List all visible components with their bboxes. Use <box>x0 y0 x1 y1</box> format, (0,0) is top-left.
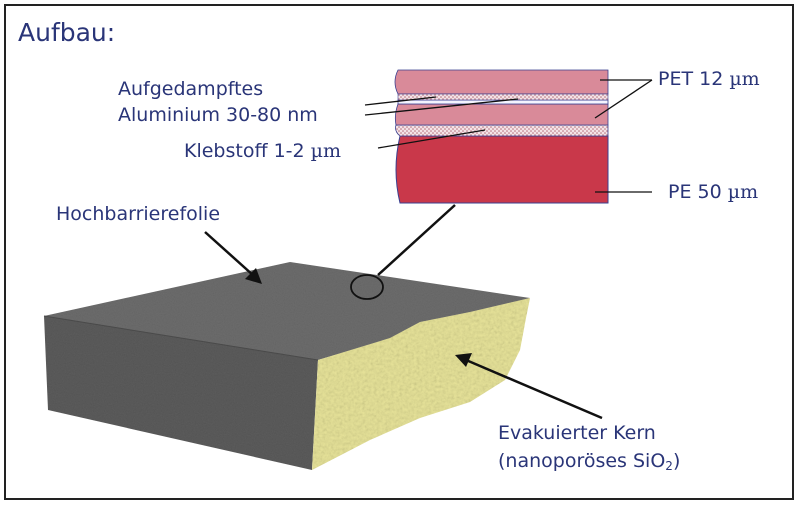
arrow-core-shaft <box>465 358 603 420</box>
label-pe-unit: µm <box>727 181 759 203</box>
leader-adhesive <box>377 129 486 149</box>
label-core-text: (nanoporöses SiO <box>498 450 666 472</box>
layer-stack <box>394 69 609 204</box>
arrow-film-shaft <box>204 231 255 277</box>
label-adhesive-text: Klebstoff 1-2 <box>184 140 311 162</box>
magnifier-connector <box>377 204 456 276</box>
label-core-line2: (nanoporöses SiO2) <box>498 450 681 473</box>
pet-layer-lower <box>394 103 609 126</box>
label-pet: PET 12 µm <box>658 70 760 89</box>
pe-layer <box>395 135 609 204</box>
label-aluminium-line2: Aluminium 30-80 nm <box>118 104 318 126</box>
magnifier-circle <box>350 274 384 300</box>
arrow-film-head <box>245 268 262 284</box>
label-core-suffix: ) <box>672 450 681 472</box>
adhesive-layer <box>395 124 609 137</box>
page-title: Aufbau: <box>18 18 116 47</box>
arrows <box>204 231 603 420</box>
panel-front-face <box>44 316 318 470</box>
label-adhesive-unit: µm <box>310 140 342 162</box>
leader-aluminium-2 <box>364 98 519 116</box>
label-aluminium-line1: Aufgedampftes <box>118 78 264 100</box>
arrow-core-head <box>455 353 472 367</box>
label-pet-text: PET 12 <box>658 68 730 90</box>
label-core-line1: Evakuierter Kern <box>498 422 656 444</box>
vacuum-panel <box>43 262 530 470</box>
leader-lines <box>364 79 653 193</box>
label-pe-text: PE 50 <box>668 181 728 203</box>
leader-pet-2 <box>594 79 653 119</box>
panel-cut-face <box>312 298 530 470</box>
label-pe: PE 50 µm <box>668 183 758 202</box>
pet-layer-upper <box>394 69 609 95</box>
label-film: Hochbarrierefolie <box>56 203 221 225</box>
adhesive-layer-upper <box>397 93 609 101</box>
label-adhesive: Klebstoff 1-2 µm <box>184 142 341 161</box>
label-core-subscript: 2 <box>665 459 673 473</box>
leader-aluminium-1 <box>364 96 437 106</box>
label-pet-unit: µm <box>729 68 760 90</box>
